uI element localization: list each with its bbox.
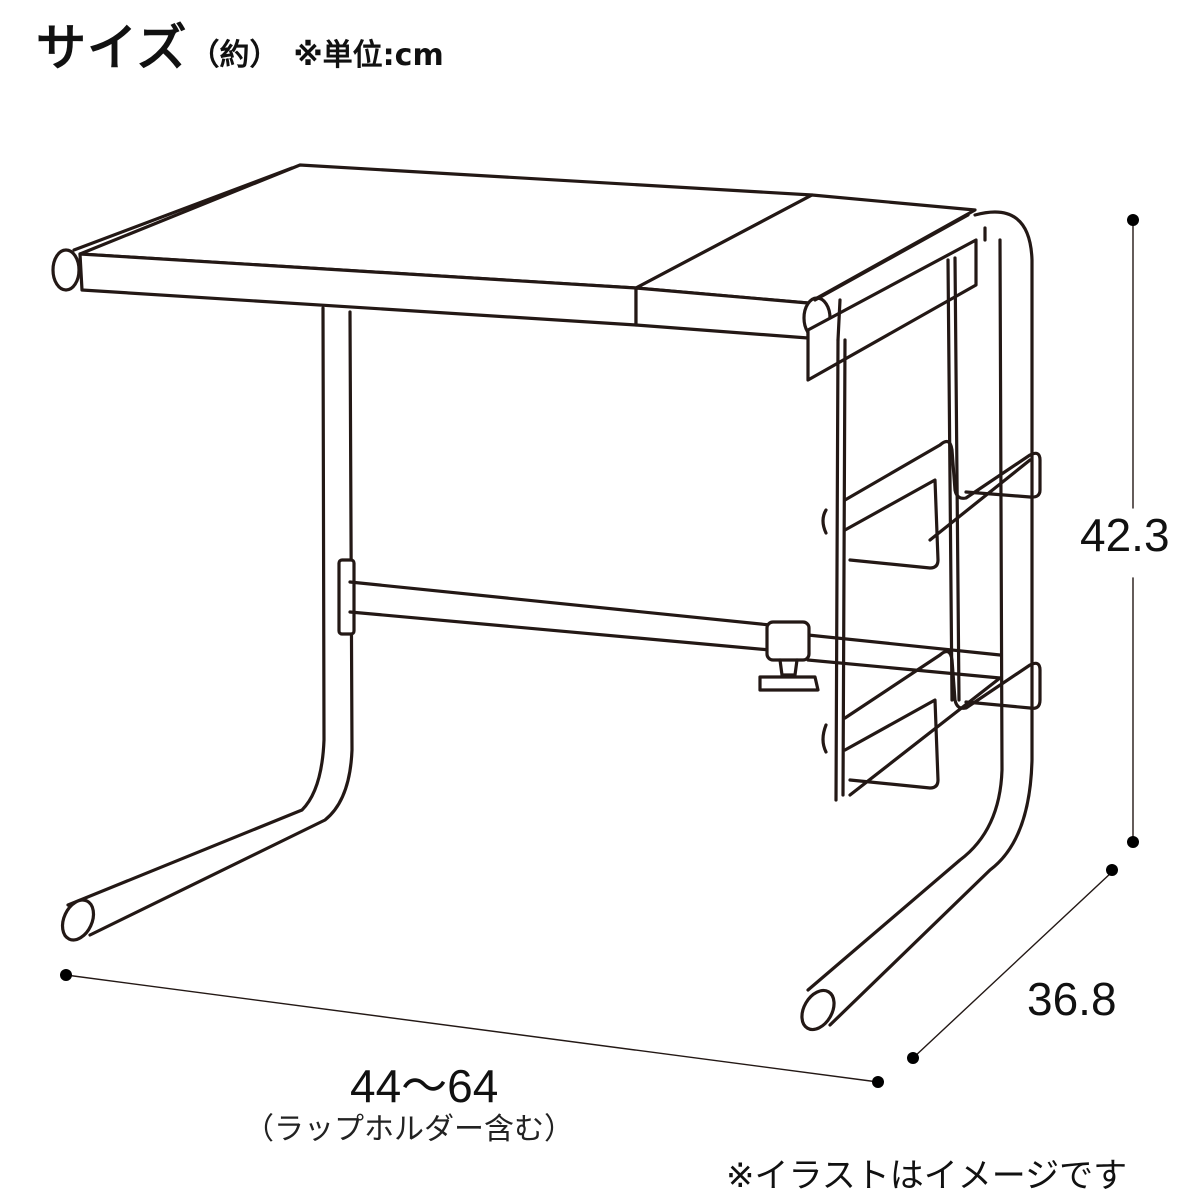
- wrap-holder-plate: [806, 226, 987, 382]
- wrap-holder-lower: [821, 649, 1042, 797]
- left-leg-frame: [60, 306, 356, 942]
- title-approx: （約）: [189, 38, 280, 73]
- dimension-lines: [65, 219, 1134, 1083]
- width-dimension-note: （ラップホルダー含む）: [244, 1112, 574, 1147]
- width-dimension-label: 44〜64: [350, 1060, 499, 1112]
- title-main: サイズ: [36, 19, 188, 77]
- telescopic-bar: [348, 580, 1002, 692]
- wrap-holder-upper: [821, 439, 1042, 570]
- depth-dimension-label: 36.8: [1027, 973, 1117, 1025]
- unit-note: ※単位:cm: [293, 38, 444, 73]
- illustration-disclaimer: ※イラストはイメージです: [726, 1156, 1128, 1196]
- right-leg-frame: [800, 210, 1034, 1032]
- wrap-holder-frame: [834, 256, 961, 802]
- height-dimension-label: 42.3: [1080, 509, 1170, 561]
- dimension-endpoints: [60, 214, 1139, 1088]
- top-shelf: [51, 163, 977, 340]
- page-title: サイズ （約） ※単位:cm: [36, 8, 444, 80]
